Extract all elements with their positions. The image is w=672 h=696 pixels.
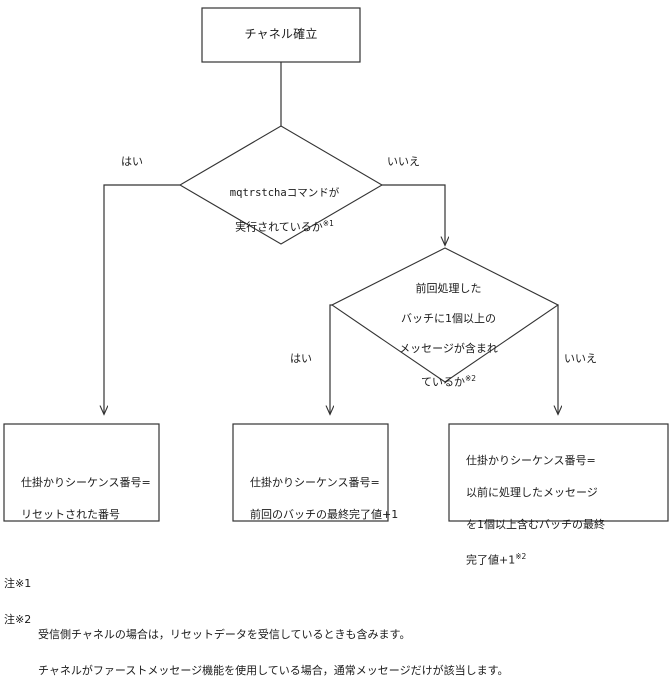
decision-batch-message-shape [330,247,560,383]
result-prev-batch-label: 仕掛かりシーケンス番号= 前回のバッチの最終完了値+1 [243,459,398,523]
result-reset-line-1: 仕掛かりシーケンス番号= [21,476,151,489]
result-reset-shape [3,423,160,522]
decision-batch-message-line-2: バッチに1個以上の [401,312,496,325]
decision-batch-message-label: 前回処理した バッチに1個以上の メッセージが含まれ ているか※2 [345,266,545,390]
decision-batch-message-line-3: メッセージが含まれ [399,342,498,355]
edge-decision2-yes [330,304,332,414]
result-prev-batch-line-1: 仕掛かりシーケンス番号= [250,476,380,489]
result-prev-batch-shape [232,423,389,522]
result-prev-batch-line-2: 前回のバッチの最終完了値+1 [250,508,399,521]
footnote-2-body: チャネルがファーストメッセージ機能を使用している場合，通常メッセージだけが該当し… [38,664,509,677]
result-processed-batch-line-3: を1個以上含むバッチの最終 [466,518,605,531]
result-processed-batch-line-1: 仕掛かりシーケンス番号= [466,454,596,467]
decision-batch-message-marker: ※2 [464,374,477,383]
decision-mqtrstcha-marker: ※1 [322,219,334,228]
result-reset-label: 仕掛かりシーケンス番号= リセットされた番号 [14,459,159,523]
result-processed-batch-line-2: 以前に処理したメッセージ [466,486,598,499]
edge-label-decision1-no: いいえ [387,155,420,168]
footnote-1-label: 注※1 [4,577,32,590]
decision-mqtrstcha-shape [178,125,384,245]
decision-mqtrstcha-line-1: mqtrstchaコマンドが [229,187,340,199]
result-processed-batch-marker: ※2 [515,552,527,561]
result-reset-line-2: リセットされた番号 [21,508,120,521]
edge-decision1-yes [104,184,180,414]
decision-mqtrstcha-label: mqtrstchaコマンドが 実行されているか※1 [181,170,381,235]
decision-batch-message-line-4: ているか [420,375,465,389]
edge-label-decision1-yes: はい [121,155,143,168]
edge-label-decision2-no: いいえ [564,352,597,365]
node-channel-established-label: チャネル確立 [244,27,318,41]
edge-label-decision2-yes: はい [290,352,312,365]
result-processed-batch-label: 仕掛かりシーケンス番号= 以前に処理したメッセージ を1個以上含むバッチの最終 … [459,437,664,569]
result-processed-batch-shape [448,423,669,522]
decision-batch-message-line-1: 前回処理した [415,282,482,295]
decision-mqtrstcha-line-2: 実行されているか [235,220,323,234]
footnote-2: 注※2 チャネルがファーストメッセージ機能を使用している場合，通常メッセージだけ… [4,577,508,696]
footnote-2-label: 注※2 [4,613,32,626]
result-processed-batch-line-4: 完了値+1 [466,553,516,567]
flowchart-canvas [3,7,669,522]
edge-decision1-no [382,184,445,245]
node-channel-established-shape [201,7,361,63]
